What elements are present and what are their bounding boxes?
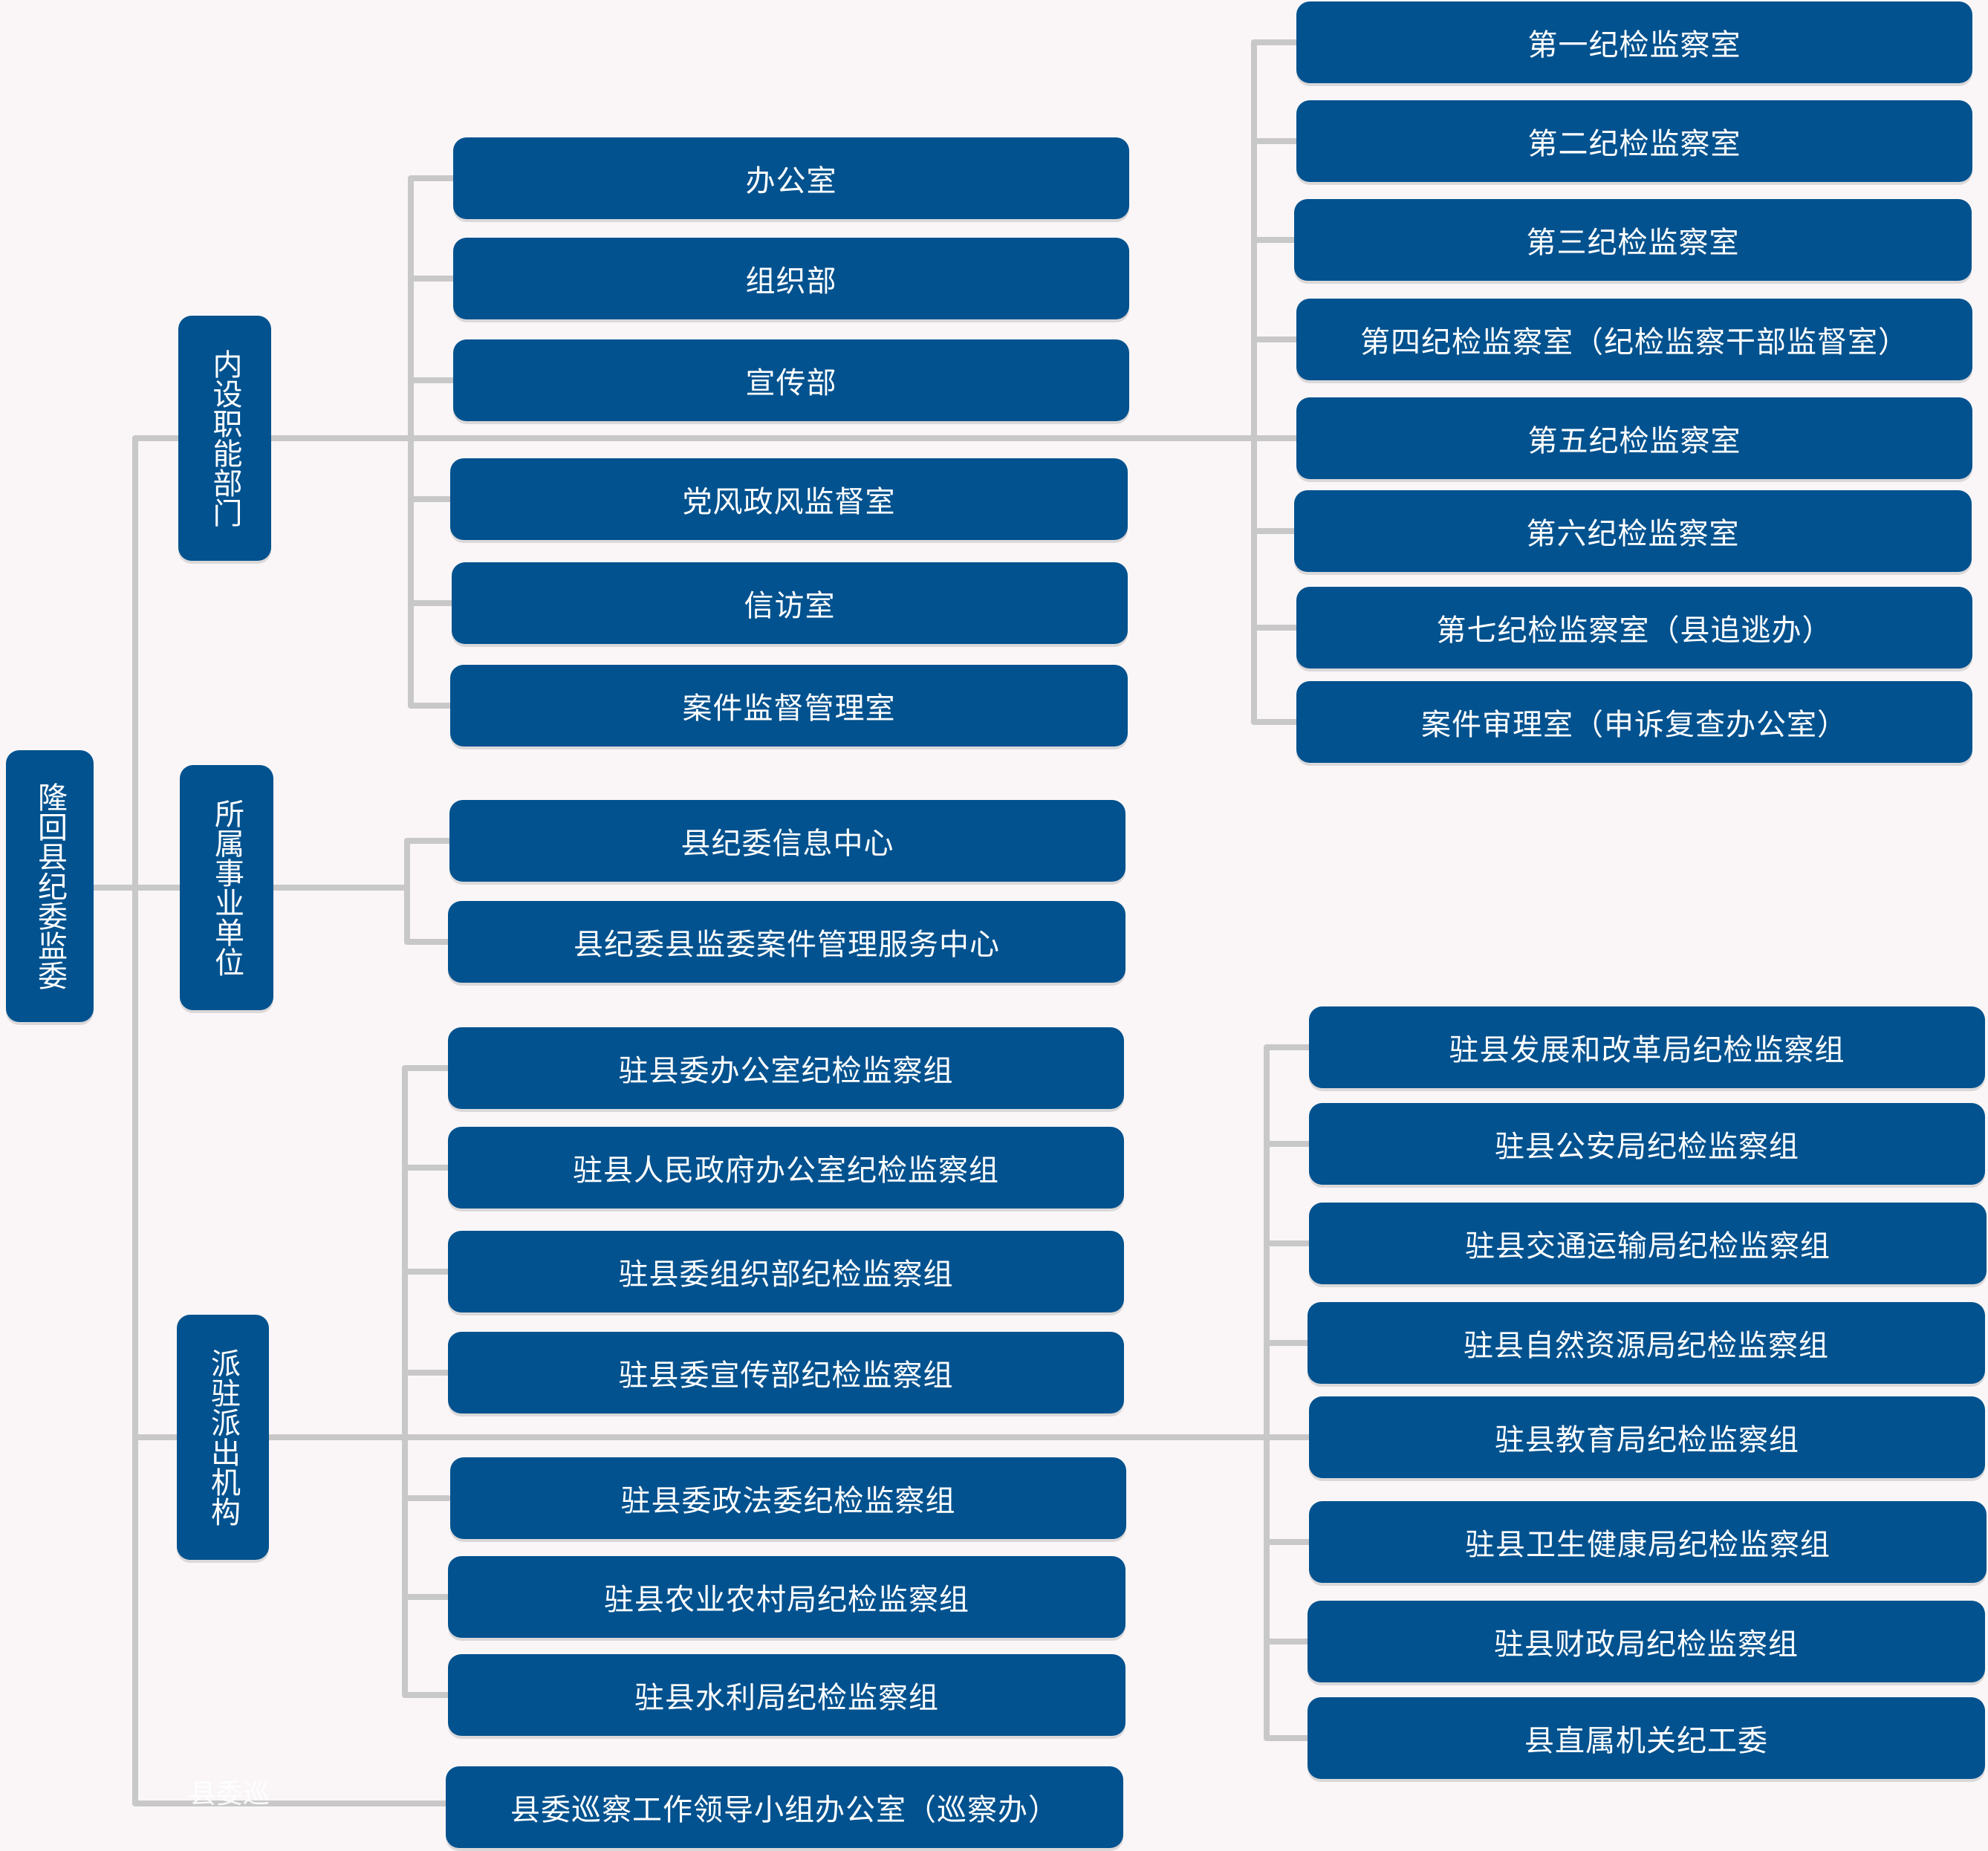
discipline-room-1-box: 第一纪检监察室 bbox=[1296, 1, 1972, 83]
direct-organs-committee-box: 县直属机关纪工委 bbox=[1308, 1697, 1985, 1779]
branch-label: 所属事业单位 bbox=[209, 798, 244, 977]
discipline-room-5-box: 第五纪检监察室 bbox=[1296, 397, 1972, 479]
info-center-box: 县纪委信息中心 bbox=[449, 800, 1125, 882]
discipline-room-2-box: 第二纪检监察室 bbox=[1296, 100, 1972, 182]
dispatched-development-reform-box: 驻县发展和改革局纪检监察组 bbox=[1309, 1006, 1985, 1088]
case-service-center-box: 县纪委县监委案件管理服务中心 bbox=[448, 901, 1125, 983]
dispatched-government-office-box: 驻县人民政府办公室纪检监察组 bbox=[448, 1127, 1124, 1208]
branch-label: 派驻派出机构 bbox=[206, 1348, 240, 1526]
discipline-room-6-box: 第六纪检监察室 bbox=[1294, 490, 1972, 572]
root-label: 隆回县纪委监委 bbox=[33, 782, 67, 990]
dispatched-water-resources-box: 驻县水利局纪检监察组 bbox=[448, 1654, 1125, 1736]
root-node: 隆回县纪委监委 bbox=[6, 750, 94, 1022]
dispatched-publicity-dept-box: 驻县委宣传部纪检监察组 bbox=[448, 1332, 1124, 1414]
inspection-office-box: 县委巡察工作领导小组办公室（巡察办） bbox=[446, 1766, 1123, 1848]
case-review-room-box: 案件审理室（申诉复查办公室） bbox=[1296, 681, 1972, 763]
internal-publicity-box: 宣传部 bbox=[453, 339, 1129, 421]
dispatched-natural-resources-box: 驻县自然资源局纪检监察组 bbox=[1308, 1302, 1985, 1384]
dispatched-education-box: 驻县教育局纪检监察组 bbox=[1309, 1396, 1985, 1478]
ghost-label: 县委巡 bbox=[189, 1779, 270, 1809]
internal-conduct-supervision-box: 党风政风监督室 bbox=[450, 458, 1128, 540]
discipline-room-3-box: 第三纪检监察室 bbox=[1294, 199, 1972, 281]
discipline-room-4-box: 第四纪检监察室（纪检监察干部监督室） bbox=[1296, 299, 1972, 380]
discipline-room-7-box: 第七纪检监察室（县追逃办） bbox=[1296, 587, 1972, 668]
branch-dispatched-agencies: 派驻派出机构 bbox=[177, 1315, 269, 1560]
internal-organization-box: 组织部 bbox=[453, 238, 1129, 319]
dispatched-transport-box: 驻县交通运输局纪检监察组 bbox=[1309, 1203, 1987, 1284]
dispatched-legal-affairs-box: 驻县委政法委纪检监察组 bbox=[450, 1457, 1126, 1539]
dispatched-party-office-box: 驻县委办公室纪检监察组 bbox=[448, 1027, 1124, 1109]
dispatched-finance-box: 驻县财政局纪检监察组 bbox=[1308, 1601, 1985, 1682]
branch-internal-departments: 内设职能部门 bbox=[178, 316, 271, 561]
dispatched-public-security-box: 驻县公安局纪检监察组 bbox=[1309, 1103, 1985, 1185]
branch-affiliated-units: 所属事业单位 bbox=[180, 765, 273, 1010]
branch-label: 内设职能部门 bbox=[207, 349, 242, 527]
internal-case-supervision-box: 案件监督管理室 bbox=[450, 665, 1128, 746]
dispatched-agriculture-box: 驻县农业农村局纪检监察组 bbox=[448, 1556, 1125, 1638]
dispatched-health-box: 驻县卫生健康局纪检监察组 bbox=[1309, 1501, 1987, 1583]
internal-petition-box: 信访室 bbox=[452, 562, 1128, 644]
dispatched-organization-dept-box: 驻县委组织部纪检监察组 bbox=[448, 1231, 1124, 1312]
internal-office-box: 办公室 bbox=[453, 137, 1129, 219]
